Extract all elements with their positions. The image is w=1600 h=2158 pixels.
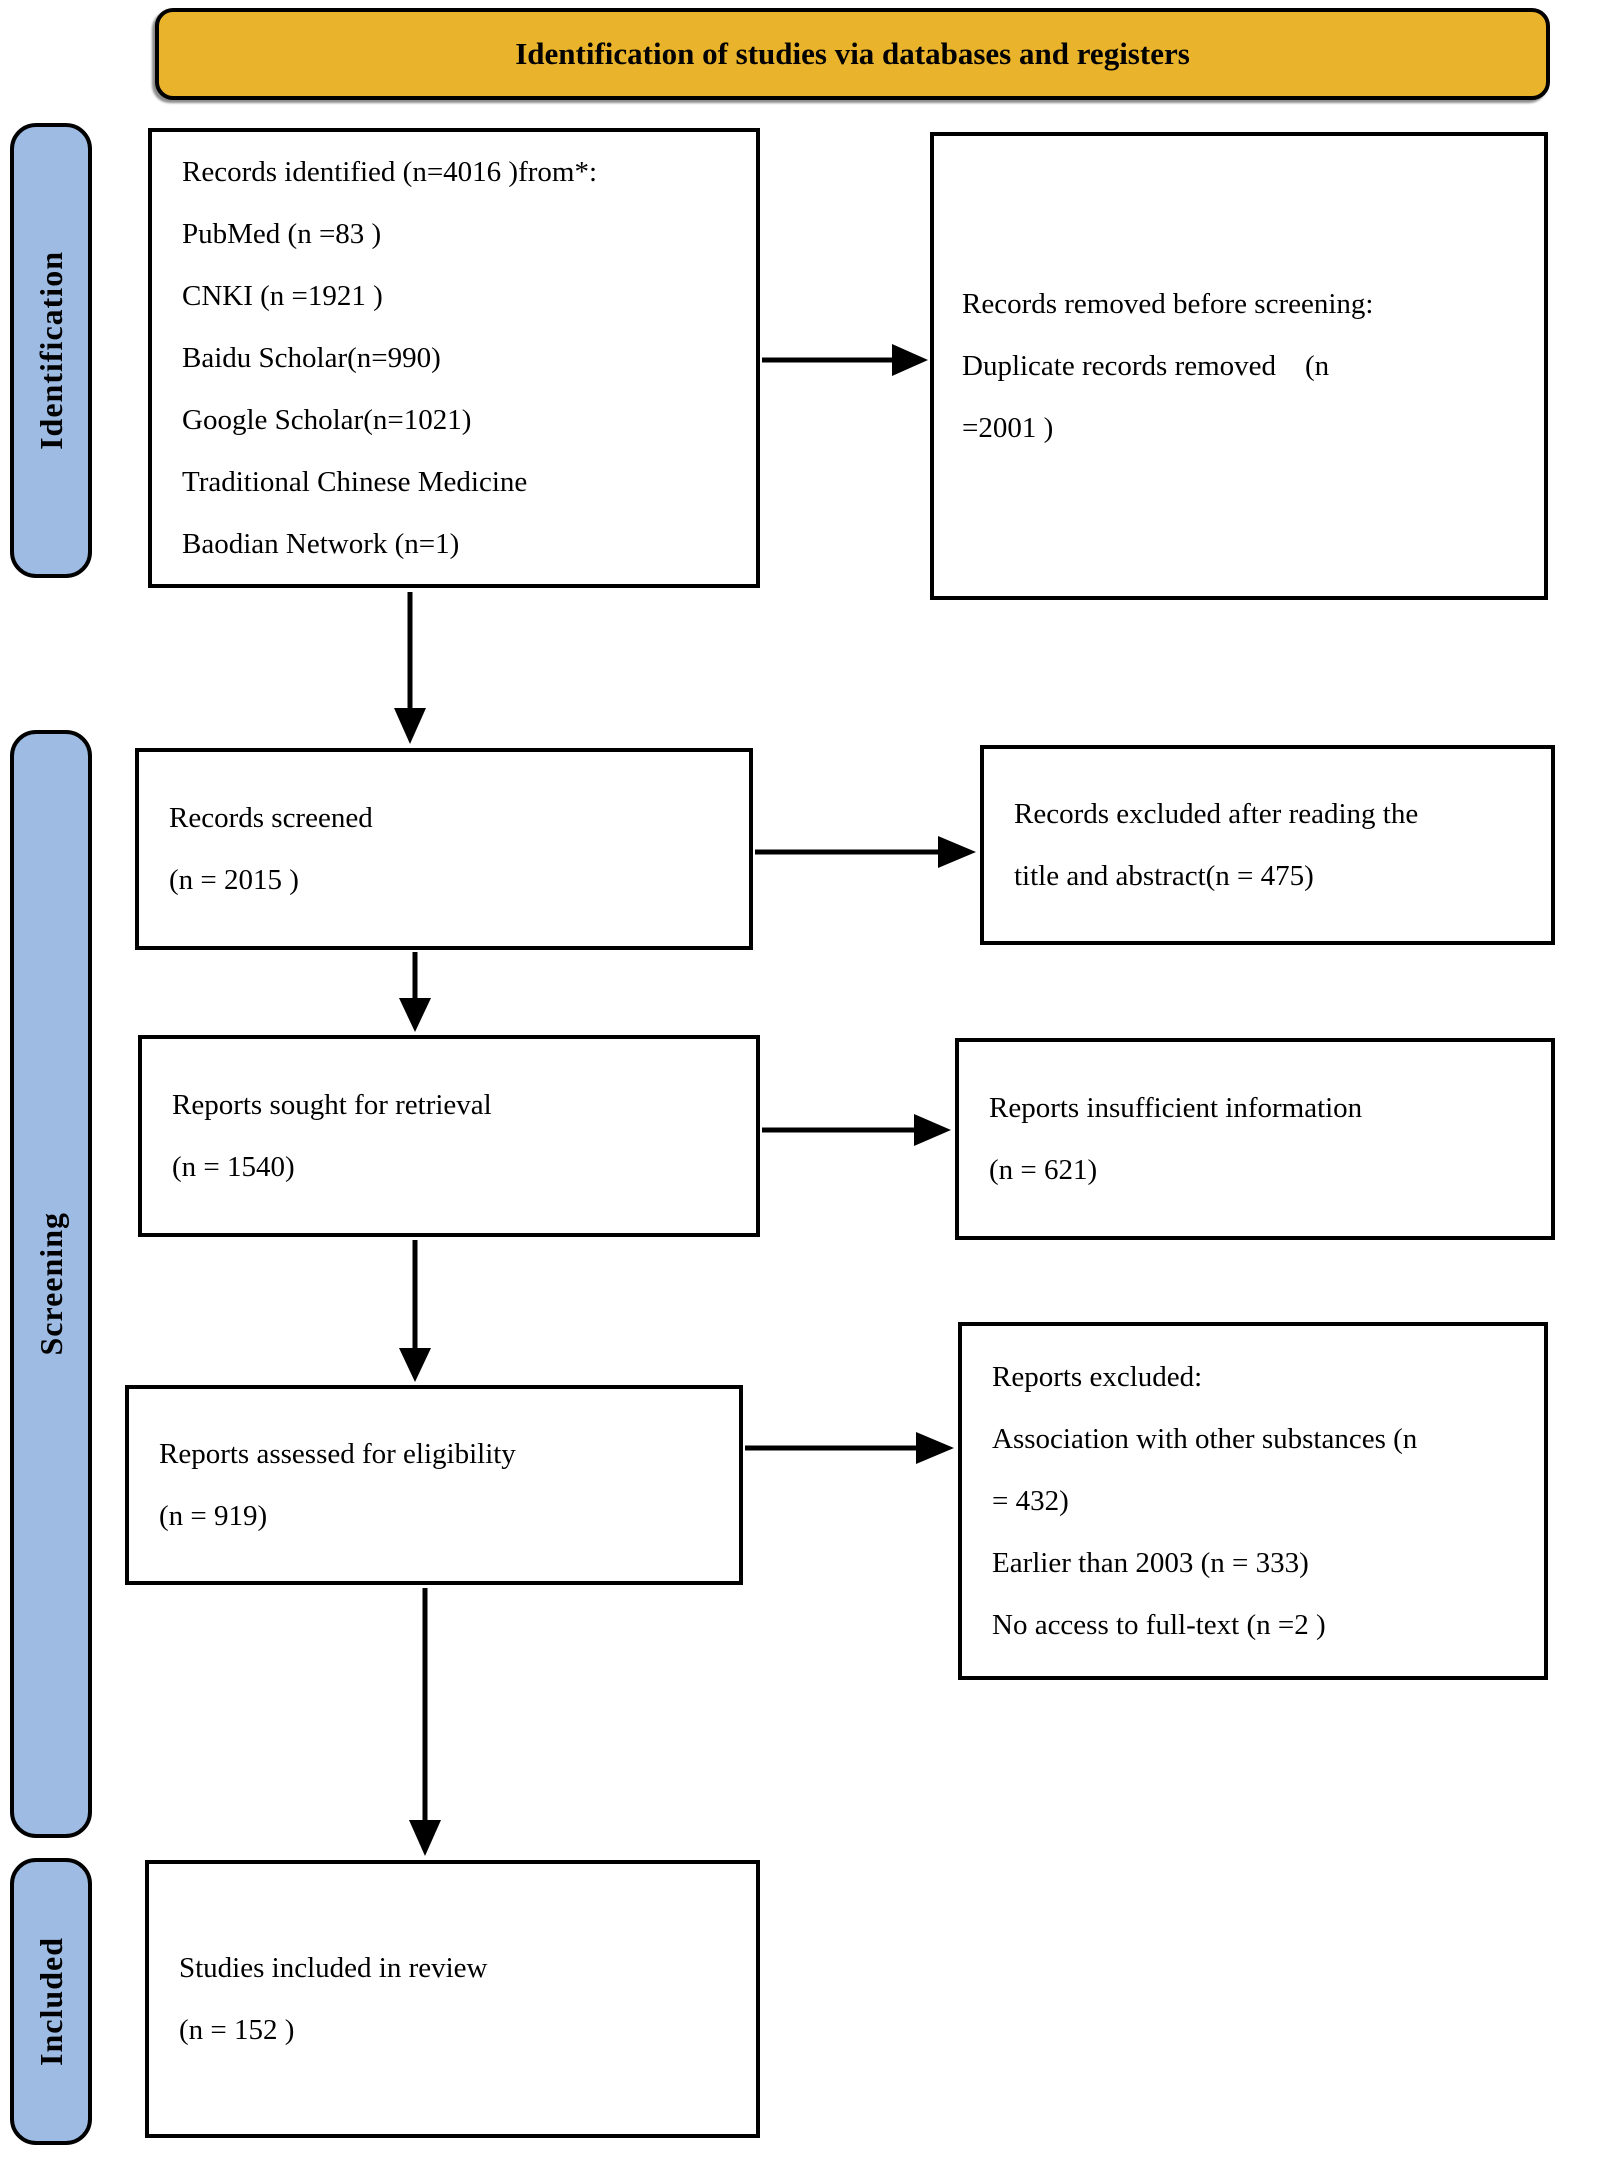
text-line: (n = 2015 ) — [169, 864, 299, 896]
text-line: Records identified (n=4016 )from*: — [182, 156, 598, 188]
text-line: Records screened — [169, 802, 373, 834]
text-line: Reports sought for retrieval — [172, 1089, 492, 1121]
text-line: PubMed (n =83 ) — [182, 218, 382, 250]
box-reports-assessed: Reports assessed for eligibility (n = 91… — [125, 1385, 743, 1585]
stage-screening: Screening — [10, 730, 92, 1838]
stage-identification-label: Identification — [32, 251, 69, 450]
box-reports-excluded: Reports excluded: Association with other… — [958, 1322, 1548, 1680]
text-line: (n = 1540) — [172, 1151, 295, 1183]
box-records-excluded: Records excluded after reading the title… — [980, 745, 1555, 945]
text-line: (n = 919) — [159, 1500, 268, 1532]
diagram-title: Identification of studies via databases … — [515, 36, 1190, 71]
text-line: Duplicate records removed (n — [962, 350, 1330, 382]
text-line: Google Scholar(n=1021) — [182, 404, 472, 436]
stage-screening-label: Screening — [32, 1212, 69, 1356]
box-records-removed: Records removed before screening: Duplic… — [930, 132, 1548, 600]
text-line: Records excluded after reading the — [1014, 798, 1419, 830]
stage-identification: Identification — [10, 123, 92, 578]
text-line: Reports assessed for eligibility — [159, 1438, 516, 1470]
text-line: Association with other substances (n — [992, 1423, 1418, 1455]
text-line: Reports excluded: — [992, 1361, 1203, 1393]
arrow-screened-to-sought — [399, 952, 431, 1032]
arrow-assessed-to-included — [409, 1588, 441, 1856]
arrow-sought-to-insufficient — [762, 1114, 951, 1146]
text-line: Studies included in review — [179, 1952, 488, 1984]
text-line: = 432) — [992, 1485, 1069, 1517]
text-line: CNKI (n =1921 ) — [182, 280, 383, 312]
diagram-header: Identification of studies via databases … — [155, 8, 1550, 100]
text-line: Reports insufficient information — [989, 1092, 1363, 1124]
text-line: No access to full-text (n =2 ) — [992, 1609, 1326, 1641]
text-line: =2001 ) — [962, 412, 1054, 444]
text-line: (n = 152 ) — [179, 2014, 295, 2046]
arrow-sought-to-assessed — [399, 1240, 431, 1382]
box-records-identified: Records identified (n=4016 )from*: PubMe… — [148, 128, 760, 588]
stage-included-label: Included — [32, 1937, 69, 2066]
arrow-identified-to-removed — [762, 344, 928, 376]
text-line: Baodian Network (n=1) — [182, 528, 460, 560]
text-line: Records removed before screening: — [962, 288, 1374, 320]
box-studies-included: Studies included in review (n = 152 ) — [145, 1860, 760, 2138]
text-line: Baidu Scholar(n=990) — [182, 342, 441, 374]
box-reports-sought: Reports sought for retrieval (n = 1540) — [138, 1035, 760, 1237]
stage-included: Included — [10, 1858, 92, 2145]
arrow-identified-to-screened — [394, 592, 426, 744]
text-line: Traditional Chinese Medicine — [182, 466, 528, 498]
text-line: title and abstract(n = 475) — [1014, 860, 1314, 892]
box-records-screened: Records screened (n = 2015 ) — [135, 748, 753, 950]
arrow-screened-to-excluded — [755, 836, 976, 868]
box-reports-insufficient: Reports insufficient information (n = 62… — [955, 1038, 1555, 1240]
text-line: (n = 621) — [989, 1154, 1098, 1186]
arrow-assessed-to-excluded — [745, 1432, 954, 1464]
text-line: Earlier than 2003 (n = 333) — [992, 1547, 1309, 1579]
